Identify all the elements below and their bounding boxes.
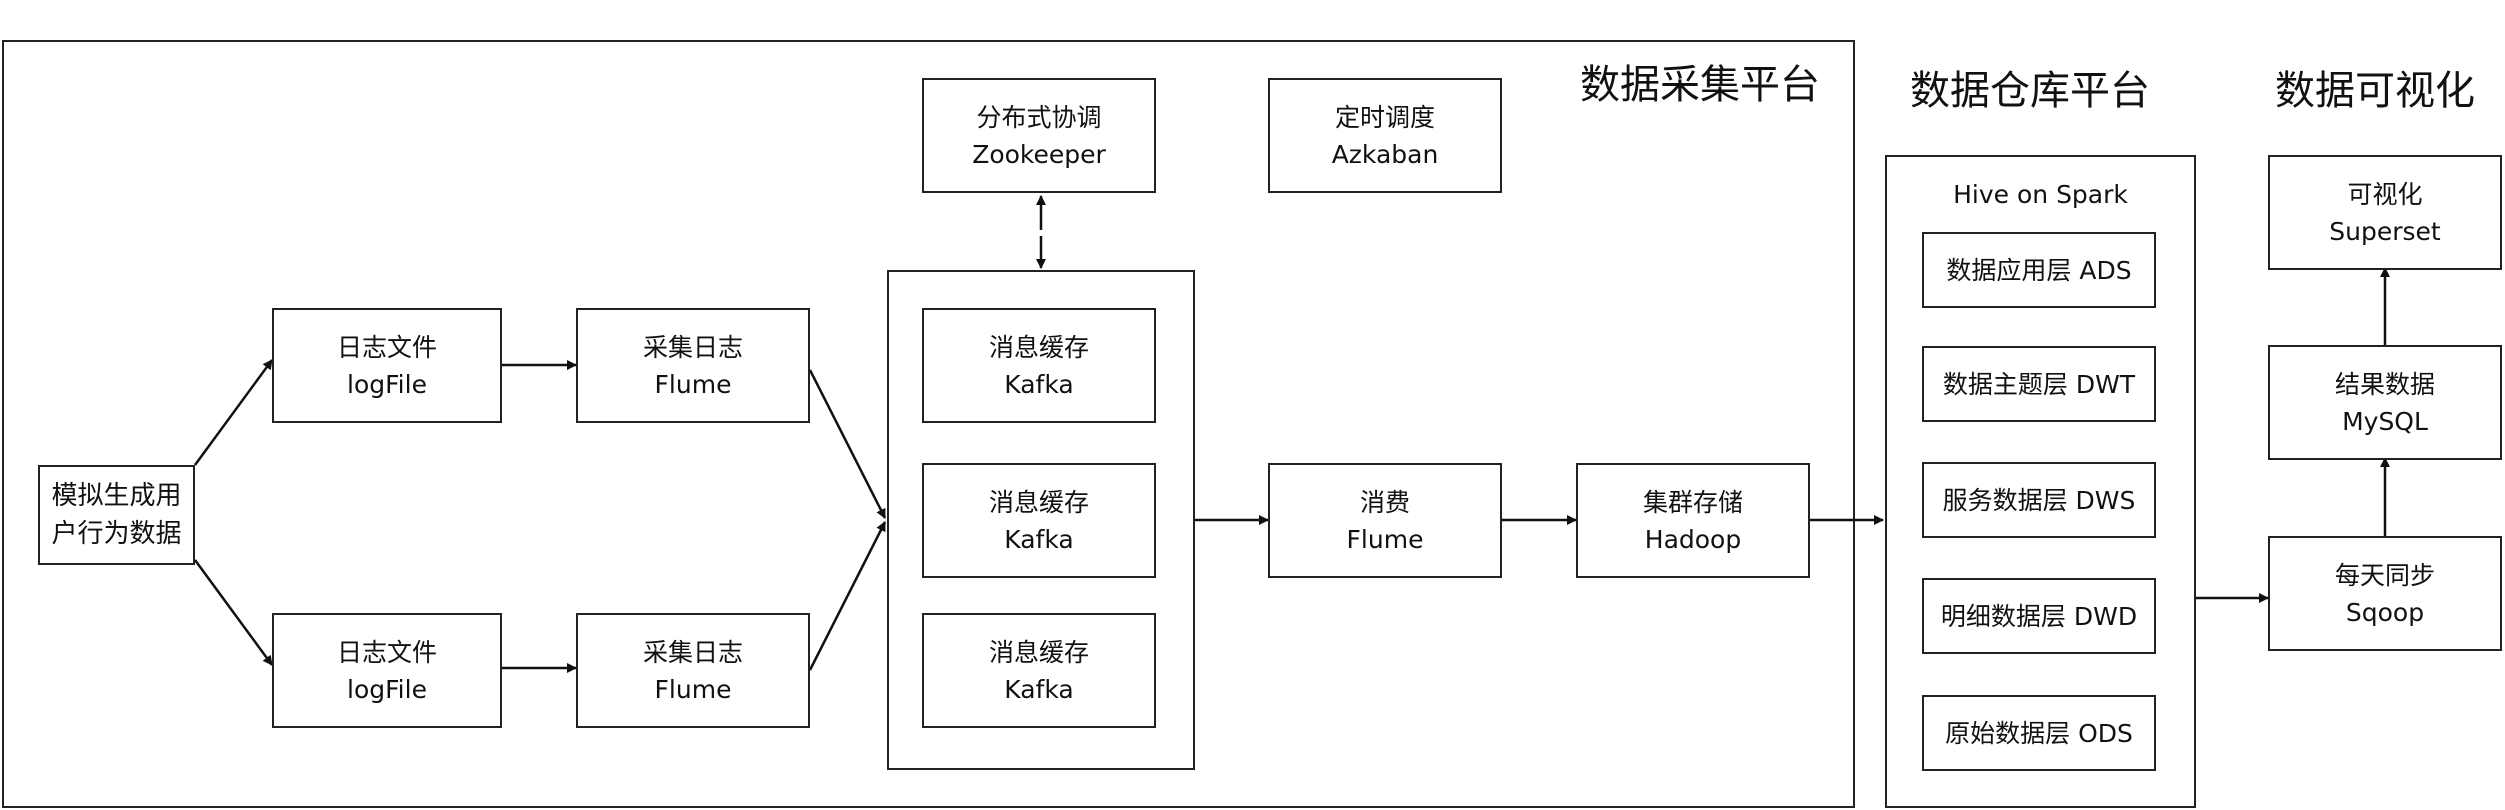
node-label: 分布式协调 <box>976 102 1102 132</box>
node-label: 消费 <box>1359 487 1410 517</box>
kafka-group-frame <box>887 270 1195 770</box>
layer-ads: 数据应用层 ADS <box>1922 232 2156 308</box>
visualization-title: 数据可视化 <box>2275 68 2475 114</box>
collect-flume-top-node: 采集日志 Flume <box>576 308 810 423</box>
node-label: Hadoop <box>1644 524 1742 554</box>
node-label: Flume <box>654 674 732 704</box>
kafka-node-3: 消息缓存 Kafka <box>922 613 1156 728</box>
node-label: 日志文件 <box>336 637 437 667</box>
node-label: 结果数据 <box>2334 369 2435 399</box>
node-label: 每天同步 <box>2334 560 2435 590</box>
arrow-simulate-to-logfile-top <box>193 359 274 466</box>
node-label: Superset <box>2329 216 2441 246</box>
node-label: Kafka <box>1004 674 1074 704</box>
collection-platform-title: 数据采集平台 <box>1580 62 1820 108</box>
zookeeper-node: 分布式协调 Zookeeper <box>922 78 1156 193</box>
layer-dwd: 明细数据层 DWD <box>1922 578 2156 654</box>
warehouse-frame <box>1885 155 2196 808</box>
warehouse-platform-title: 数据仓库平台 <box>1910 68 2150 114</box>
node-label: logFile <box>347 369 427 399</box>
node-label: 模拟生成用 <box>51 481 182 511</box>
sqoop-node: 每天同步 Sqoop <box>2268 536 2502 651</box>
node-label: Flume <box>1346 524 1424 554</box>
collection-platform-frame <box>2 40 1855 808</box>
logfile-top-node: 日志文件 logFile <box>272 308 502 423</box>
arrow-simulate-to-logfile-bottom <box>193 559 274 666</box>
azkaban-node: 定时调度 Azkaban <box>1268 78 1502 193</box>
layer-dws: 服务数据层 DWS <box>1922 462 2156 538</box>
node-label: Kafka <box>1004 524 1074 554</box>
node-label: 集群存储 <box>1642 487 1743 517</box>
mysql-node: 结果数据 MySQL <box>2268 345 2502 460</box>
arrow-collect-top-to-kafka <box>808 369 887 519</box>
node-label: logFile <box>347 674 427 704</box>
node-label: Flume <box>654 369 732 399</box>
kafka-node-2: 消息缓存 Kafka <box>922 463 1156 578</box>
node-label: 户行为数据 <box>51 519 182 549</box>
logfile-bottom-node: 日志文件 logFile <box>272 613 502 728</box>
node-label: Kafka <box>1004 369 1074 399</box>
node-label: 消息缓存 <box>988 637 1089 667</box>
node-label: 日志文件 <box>336 332 437 362</box>
superset-node: 可视化 Superset <box>2268 155 2502 270</box>
hadoop-node: 集群存储 Hadoop <box>1576 463 1810 578</box>
node-label: 采集日志 <box>642 637 743 667</box>
node-label: 可视化 <box>2347 179 2423 209</box>
simulate-user-data-node: 模拟生成用 户行为数据 <box>38 465 195 565</box>
node-label: Azkaban <box>1331 139 1439 169</box>
collect-flume-bottom-node: 采集日志 Flume <box>576 613 810 728</box>
node-label: 采集日志 <box>642 332 743 362</box>
node-label: 消息缓存 <box>988 332 1089 362</box>
node-label: Sqoop <box>2345 597 2425 627</box>
consume-flume-node: 消费 Flume <box>1268 463 1502 578</box>
kafka-node-1: 消息缓存 Kafka <box>922 308 1156 423</box>
arrow-collect-bottom-to-kafka <box>808 521 887 671</box>
node-label: MySQL <box>2342 406 2428 436</box>
hive-on-spark-label: Hive on Spark <box>1953 180 2128 209</box>
node-label: 定时调度 <box>1334 102 1435 132</box>
node-label: 消息缓存 <box>988 487 1089 517</box>
layer-ods: 原始数据层 ODS <box>1922 695 2156 771</box>
node-label: Zookeeper <box>972 139 1106 169</box>
layer-dwt: 数据主题层 DWT <box>1922 346 2156 422</box>
